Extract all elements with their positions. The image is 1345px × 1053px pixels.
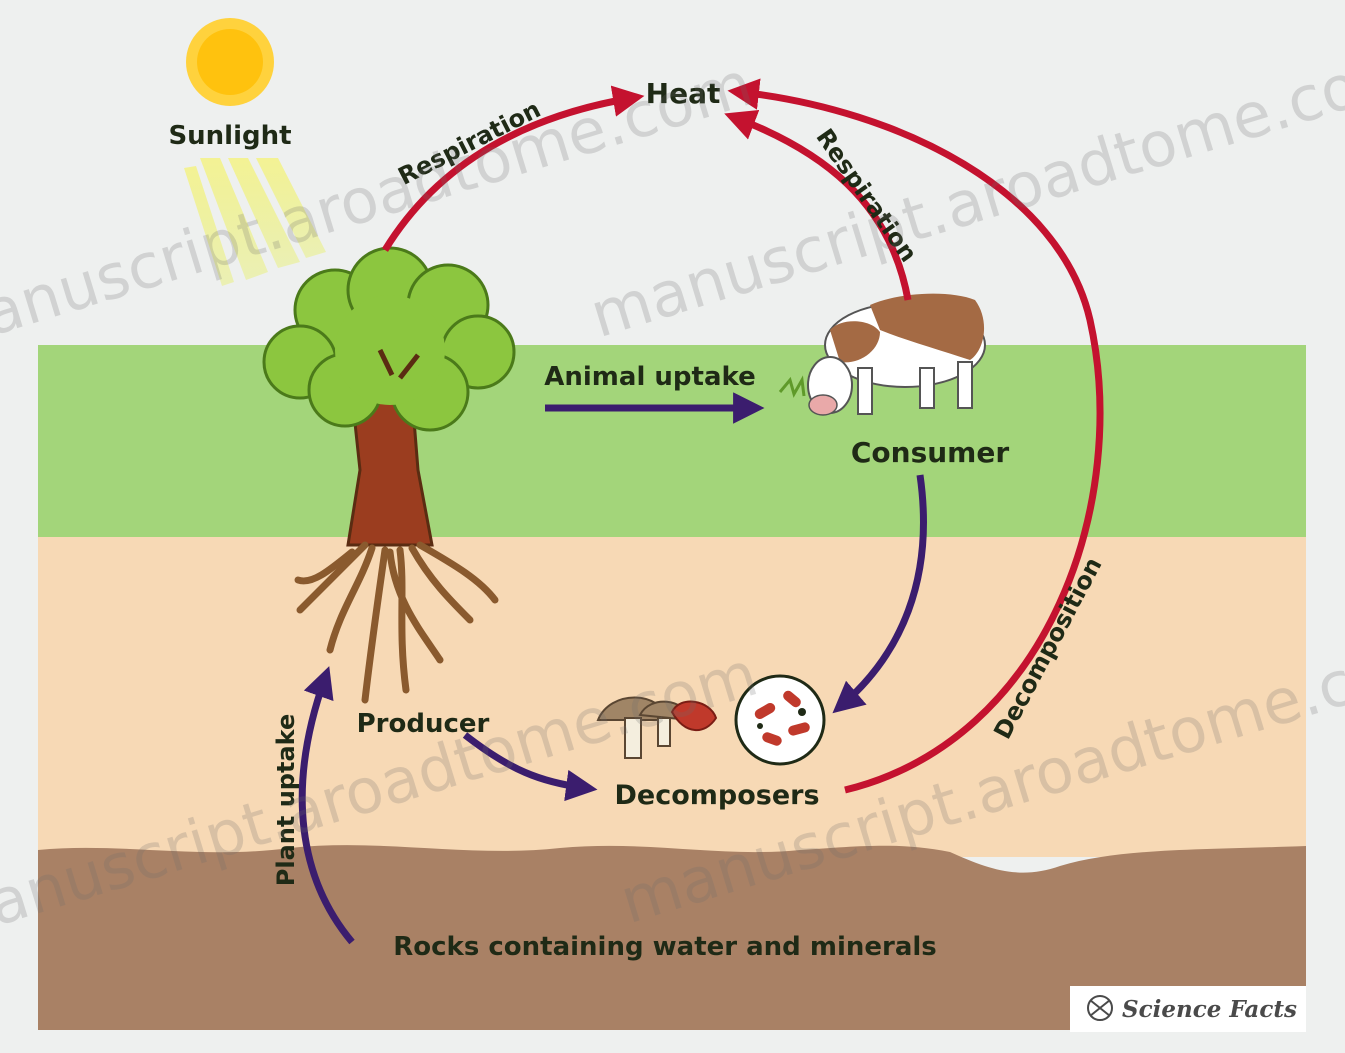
consumer-label: Consumer xyxy=(851,436,1009,469)
sun-icon xyxy=(186,18,274,106)
science-facts-logo: Science Facts xyxy=(1070,986,1306,1032)
animal-uptake-label: Animal uptake xyxy=(544,362,755,392)
science-facts-credit: Science Facts xyxy=(1122,996,1297,1023)
sunlight-label: Sunlight xyxy=(168,121,291,151)
rocks-label: Rocks containing water and minerals xyxy=(393,932,937,962)
decomposers-label: Decomposers xyxy=(614,780,819,811)
